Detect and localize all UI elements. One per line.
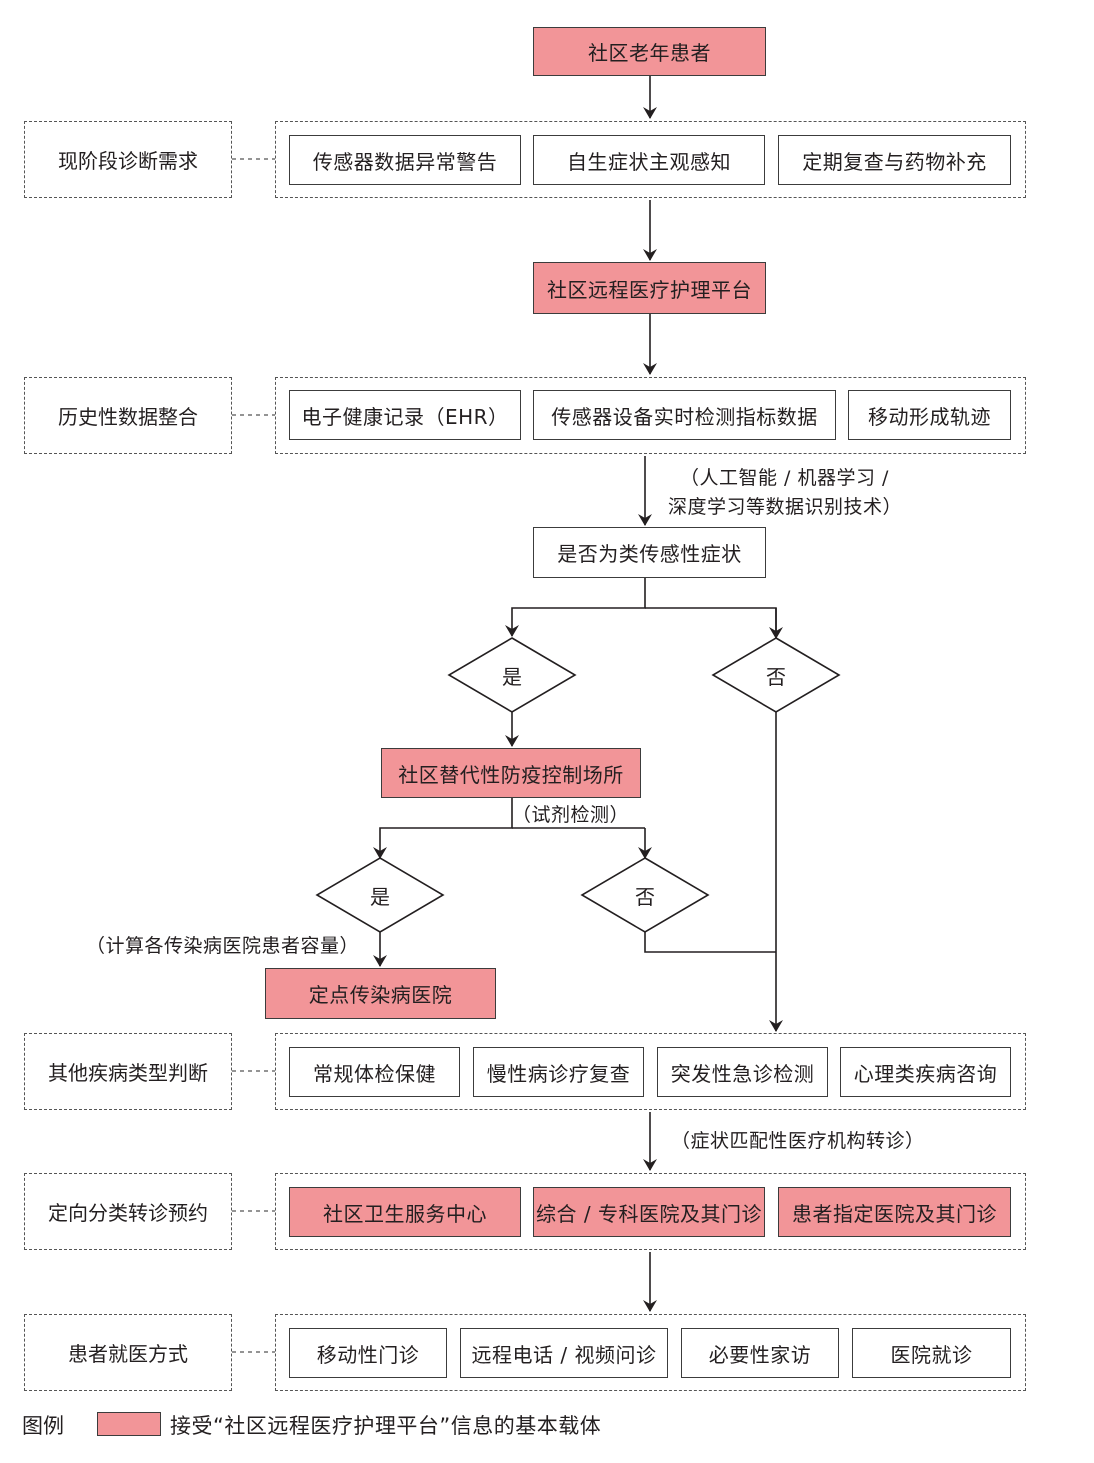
stage5-label: 患者就医方式	[24, 1314, 232, 1391]
stage3-item: 常规体检保健	[289, 1047, 460, 1097]
stage5-group	[275, 1314, 1026, 1391]
stage3-item: 心理类疾病咨询	[840, 1047, 1011, 1097]
node-elderly-patient: 社区老年患者	[533, 27, 766, 76]
note-ai-line2: 深度学习等数据识别技术）	[668, 496, 903, 518]
decision-yes-2	[315, 857, 445, 933]
legend-swatch	[97, 1412, 161, 1436]
stage2-group	[275, 377, 1026, 454]
stage2-label: 历史性数据整合	[24, 377, 232, 454]
decision-no-2-label: 否	[635, 884, 655, 909]
decision-yes-1	[447, 637, 577, 713]
note-referral: （症状匹配性医疗机构转诊）	[671, 1130, 925, 1152]
decision-yes-2-label: 是	[370, 884, 390, 909]
stage1-item: 定期复查与药物补充	[778, 135, 1011, 185]
node-symptom-decision: 是否为类传感性症状	[533, 527, 766, 578]
decision-no-1-label: 否	[766, 664, 786, 689]
decision-no-1	[711, 637, 841, 713]
note-ai-line1: （人工智能 / 机器学习 /	[680, 467, 889, 489]
stage5-item: 必要性家访	[681, 1328, 839, 1378]
merge-no2	[644, 932, 776, 953]
stage3-label: 其他疾病类型判断	[24, 1033, 232, 1110]
stage2-item: 传感器设备实时检测指标数据	[533, 390, 836, 440]
node-alt-prevention-site: 社区替代性防疫控制场所	[381, 748, 641, 798]
stage4-group	[275, 1173, 1026, 1250]
decision-yes-1-label: 是	[502, 664, 522, 689]
stage4-item: 患者指定医院及其门诊	[778, 1187, 1011, 1237]
stage5-item: 移动性门诊	[289, 1328, 447, 1378]
stage2-item: 电子健康记录（EHR）	[289, 390, 521, 440]
note-test: （试剂检测）	[512, 804, 630, 826]
note-capacity: （计算各传染病医院患者容量）	[86, 935, 360, 957]
stage1-label: 现阶段诊断需求	[24, 121, 232, 198]
branch-altsite	[373, 798, 513, 859]
stage4-item: 社区卫生服务中心	[289, 1187, 521, 1237]
branch-decision-no	[645, 607, 777, 636]
stage2-item: 移动形成轨迹	[848, 390, 1011, 440]
stage5-item: 远程电话 / 视频问诊	[460, 1328, 668, 1378]
stage3-item: 突发性急诊检测	[657, 1047, 828, 1097]
stage1-item: 传感器数据异常警告	[289, 135, 521, 185]
legend-title: 图例	[22, 1414, 64, 1438]
branch-decision	[505, 578, 646, 637]
node-remote-care-platform: 社区远程医疗护理平台	[533, 262, 766, 314]
legend-text: 接受“社区远程医疗护理平台”信息的基本载体	[170, 1414, 602, 1438]
stage1-item: 自生症状主观感知	[533, 135, 765, 185]
decision-no-2	[580, 857, 710, 933]
node-designated-hospital: 定点传染病医院	[265, 968, 496, 1019]
stage4-item: 综合 / 专科医院及其门诊	[533, 1187, 765, 1237]
stage3-item: 慢性病诊疗复查	[473, 1047, 644, 1097]
stage4-label: 定向分类转诊预约	[24, 1173, 232, 1250]
stage1-group	[275, 121, 1026, 198]
stage5-item: 医院就诊	[852, 1328, 1011, 1378]
stage3-group	[275, 1033, 1026, 1110]
